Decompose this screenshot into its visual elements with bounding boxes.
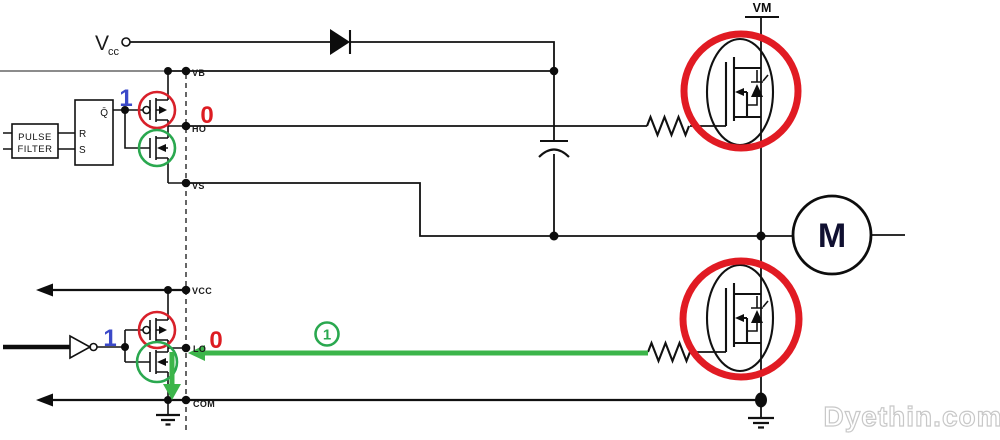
step-1-label: 1: [323, 327, 331, 344]
vs-pin-dot: [181, 178, 191, 188]
vcc-left-arrow: [36, 283, 53, 297]
nmos-symbol: [149, 350, 168, 374]
ho-pin-dot: [181, 121, 191, 131]
ground-symbol-left: [156, 413, 180, 426]
pmos-arrow: [159, 106, 167, 114]
pmos-gate-bubble: [142, 325, 151, 335]
low-side-driver-stage: [69, 290, 186, 426]
pmos-symbol: [149, 98, 168, 122]
current-arrow-head-down: [163, 384, 181, 400]
pulse-filter-box: [11, 123, 59, 159]
mosfet-package-circle: [705, 263, 775, 373]
vcc-supply-label: V: [95, 32, 109, 55]
pulse-filter-inputs: [3, 132, 12, 150]
junction-dots: [121, 66, 767, 408]
pulse-filter-to-latch-wires: [58, 132, 75, 150]
high-side-fet-red-circle-annotation: [680, 30, 802, 152]
body-diode-details: [748, 296, 769, 332]
pmos-gate-bubble: [142, 105, 151, 115]
vs-wire: [186, 182, 793, 237]
com-pin-dot: [181, 395, 191, 405]
step-1-circle: [314, 321, 340, 347]
mosfet-body: [724, 57, 761, 126]
bootstrap-capacitor: [538, 139, 570, 158]
cap-plate-bottom-curved: [538, 148, 570, 158]
vcc-terminal: [121, 37, 131, 47]
latch-r-label: R: [79, 129, 86, 140]
mosfet-body: [724, 283, 761, 352]
current-arrow-head-left: [188, 345, 205, 361]
nmos-arrow: [157, 144, 166, 152]
latch-s-label: S: [79, 145, 86, 156]
rs-latch-box: [74, 99, 114, 166]
rs-latch-block: Q̄ R S: [74, 99, 143, 166]
com-left-arrow: [36, 393, 53, 407]
vb-pin-label: VB: [192, 68, 205, 78]
nmos-arrow: [157, 358, 166, 366]
current-path-annotation: 1: [163, 321, 648, 400]
latch-qbar-label: Q̄: [100, 106, 108, 119]
text-labels: V cc VM VB HO VS VCC LO COM 1 0 1 0 Dyet…: [95, 1, 1000, 433]
nmos-symbol: [149, 136, 168, 160]
pulse-filter-label-1: PULSE: [18, 132, 52, 143]
diode-triangle: [330, 29, 350, 55]
vm-label: VM: [753, 1, 772, 15]
low-side-output-value: 0: [209, 327, 222, 354]
gate-resistor: [647, 340, 691, 364]
motor-circle: [791, 194, 873, 276]
body-diode-details: [748, 70, 769, 106]
mosfet-source-arrow: [735, 314, 744, 322]
pmos-red-circle-annotation: [137, 90, 177, 130]
watermark-text: Dyethin.com: [823, 401, 1000, 432]
high-side-output-value: 0: [200, 102, 213, 129]
nmos-green-circle-annotation: [135, 340, 179, 384]
driver-rail: [167, 71, 186, 184]
nmos-green-circle-annotation: [137, 128, 177, 168]
com-pin-label: COM: [193, 399, 215, 409]
body-diode-triangle: [751, 310, 763, 323]
ground-symbol-right: [748, 416, 774, 429]
bootstrap-diode: [330, 29, 352, 55]
mosfet-source-arrow: [735, 88, 744, 96]
vcc-supply-subscript: cc: [108, 46, 120, 58]
gate-bus: [124, 110, 150, 149]
bootstrap-wire: [350, 41, 555, 71]
ho-pin-label: HO: [192, 124, 206, 134]
pulse-filter-label-2: FILTER: [17, 144, 52, 155]
inverter-triangle: [69, 334, 92, 360]
vs-pin-label: VS: [192, 181, 205, 191]
high-side-mosfet: [646, 30, 802, 152]
vb-pin-dot: [181, 66, 191, 76]
pulse-filter-block: PULSE FILTER: [3, 123, 75, 159]
low-side-fet-red-circle-annotation: [679, 257, 803, 381]
body-diode-triangle: [751, 84, 763, 97]
high-side-input-value: 1: [119, 85, 132, 112]
vcc-pin-dot: [181, 285, 191, 295]
low-side-mosfet: [647, 257, 803, 381]
vcc-pin-label: VCC: [192, 286, 212, 296]
wires: [0, 15, 905, 434]
motor-label: M: [818, 217, 846, 255]
low-side-input-value: 1: [103, 325, 116, 352]
pmos-symbol: [149, 318, 168, 342]
high-side-driver-stage: [124, 71, 186, 184]
pmos-arrow: [159, 326, 167, 334]
lo-pin-label: LO: [193, 344, 206, 354]
motor: M: [791, 194, 873, 276]
gate-resistor: [646, 114, 690, 138]
pmos-red-circle-annotation: [137, 310, 177, 350]
lo-pin-dot: [181, 343, 191, 353]
